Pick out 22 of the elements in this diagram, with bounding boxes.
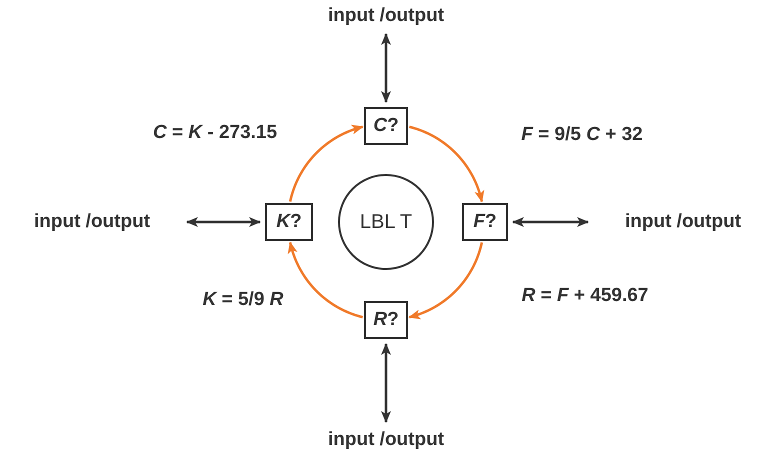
variable-box — [364, 107, 408, 145]
variable-label: F? — [473, 211, 497, 233]
variable-box — [265, 203, 313, 241]
arrow — [288, 241, 364, 318]
variable-label: R? — [373, 309, 399, 331]
arrow — [186, 217, 261, 227]
io-label: input /output — [328, 5, 444, 27]
variable-label: C? — [373, 115, 399, 137]
arrow — [408, 126, 484, 203]
arrow — [512, 217, 589, 227]
arrow — [288, 124, 364, 202]
arrow — [408, 242, 484, 320]
variable-label: LBL T — [360, 210, 412, 234]
variable-box — [364, 301, 408, 339]
arrow — [381, 343, 391, 423]
variable-label: K? — [276, 211, 302, 233]
variable-box — [462, 203, 508, 241]
arrow — [381, 33, 391, 103]
label-circle — [338, 174, 434, 270]
io-label: input /output — [328, 429, 444, 451]
io-label: input /output — [624, 211, 742, 233]
io-label: input /output — [34, 211, 150, 233]
